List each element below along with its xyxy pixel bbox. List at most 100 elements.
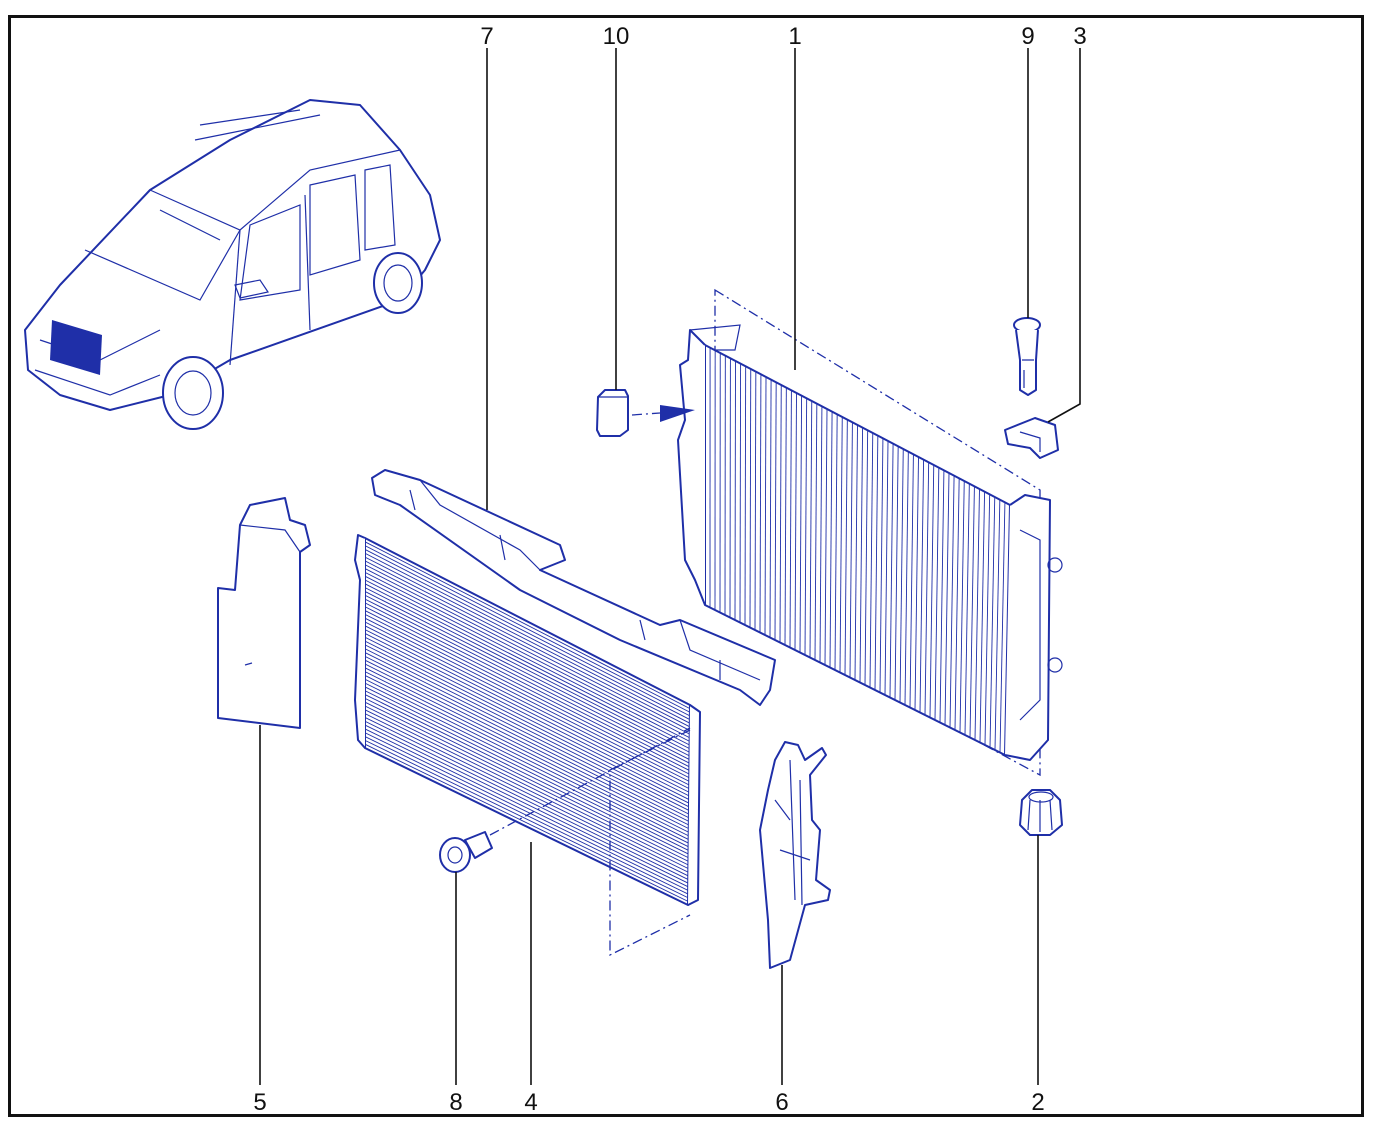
callout-4: 4 — [524, 1089, 537, 1116]
fin-line — [814, 403, 818, 661]
fin-line — [364, 663, 690, 826]
fin-line — [759, 374, 762, 633]
fin-line — [934, 467, 940, 721]
fin-line — [364, 602, 690, 768]
fin-line — [364, 610, 690, 775]
car-grille-highlight — [50, 320, 102, 375]
fin-line — [364, 667, 689, 830]
callout-1: 1 — [788, 23, 801, 50]
fin-line — [364, 549, 691, 717]
fin-line — [929, 464, 935, 718]
callout-labels: 7 10 1 9 3 5 8 4 6 2 — [253, 23, 1086, 1116]
fin-line — [809, 400, 813, 658]
fin-line — [364, 705, 689, 866]
condenser-part-4 — [354, 534, 701, 957]
fin-line — [364, 724, 689, 884]
fin-line — [364, 732, 689, 891]
callout-10: 10 — [603, 23, 630, 50]
fin-line — [364, 568, 690, 735]
fin-line — [364, 659, 690, 822]
fin-line — [819, 406, 823, 663]
callout-7: 7 — [480, 23, 493, 50]
fin-line — [364, 678, 689, 840]
radiator-fins — [709, 347, 1006, 753]
fin-line — [364, 591, 690, 757]
fin-line — [364, 560, 690, 728]
fin-line — [364, 644, 690, 808]
car-illustration — [24, 99, 441, 430]
fin-line — [364, 587, 690, 753]
fin-line — [364, 686, 689, 848]
fin-line — [364, 606, 690, 771]
fin-line — [944, 472, 950, 726]
foam-block-part-10 — [596, 389, 695, 437]
fin-line — [914, 456, 919, 711]
callout-6: 6 — [775, 1089, 788, 1116]
fin-line — [984, 494, 991, 746]
callout-9: 9 — [1021, 23, 1034, 50]
fin-line — [839, 416, 843, 673]
fin-line — [794, 392, 797, 651]
fin-line — [844, 419, 848, 676]
fin-line — [874, 435, 879, 691]
fin-line — [364, 694, 689, 855]
fin-line — [364, 655, 690, 819]
fin-line — [364, 675, 689, 837]
upper-deflector-part-7 — [371, 469, 776, 706]
fin-line — [774, 382, 777, 641]
push-pin-part-9 — [1013, 317, 1041, 396]
fin-line — [824, 408, 828, 666]
fin-line — [364, 541, 691, 710]
leader-line-3 — [1047, 48, 1081, 423]
fin-line — [949, 475, 955, 728]
fin-line — [734, 360, 736, 621]
fin-line — [849, 422, 853, 678]
fin-line — [884, 440, 889, 696]
fin-line — [804, 398, 808, 656]
leader-lines — [259, 48, 1081, 1085]
fin-line — [964, 483, 970, 736]
fin-line — [749, 368, 752, 628]
callout-8: 8 — [449, 1089, 462, 1116]
fin-line — [939, 470, 945, 723]
fin-line — [889, 443, 894, 698]
condenser-fins — [364, 541, 691, 902]
fin-line — [834, 414, 838, 671]
fin-line — [364, 713, 689, 873]
bolt-part-8 — [439, 727, 691, 873]
fin-line — [364, 701, 689, 862]
fin-line — [364, 671, 689, 833]
fin-line — [364, 743, 689, 902]
fin-line — [364, 552, 691, 720]
fin-line — [899, 448, 904, 703]
fin-line — [959, 480, 965, 733]
side-air-guide-part-5 — [217, 497, 311, 729]
fin-line — [364, 739, 689, 899]
fin-line — [364, 575, 690, 742]
fin-line — [364, 545, 691, 713]
fin-line — [894, 446, 899, 701]
fin-line — [364, 636, 690, 800]
fin-line — [909, 454, 914, 708]
fin-line — [364, 617, 690, 782]
fin-line — [974, 488, 980, 741]
fin-line — [364, 629, 690, 793]
fin-line — [784, 387, 787, 646]
fin-line — [904, 451, 909, 706]
fin-line — [364, 598, 690, 764]
fin-line — [364, 717, 689, 877]
fin-line — [854, 424, 858, 681]
rubber-mount-part-2 — [1019, 789, 1063, 836]
fin-line — [364, 613, 690, 779]
fin-line — [364, 652, 690, 815]
fin-line — [364, 556, 691, 724]
fin-line — [364, 728, 689, 888]
fin-line — [764, 376, 767, 636]
fin-line — [994, 499, 1001, 751]
fin-line — [979, 491, 986, 743]
fin-line — [954, 478, 960, 731]
clip-bracket-part-3 — [1004, 417, 1059, 459]
fin-line — [869, 432, 874, 688]
side-air-guide-part-6 — [759, 741, 831, 969]
